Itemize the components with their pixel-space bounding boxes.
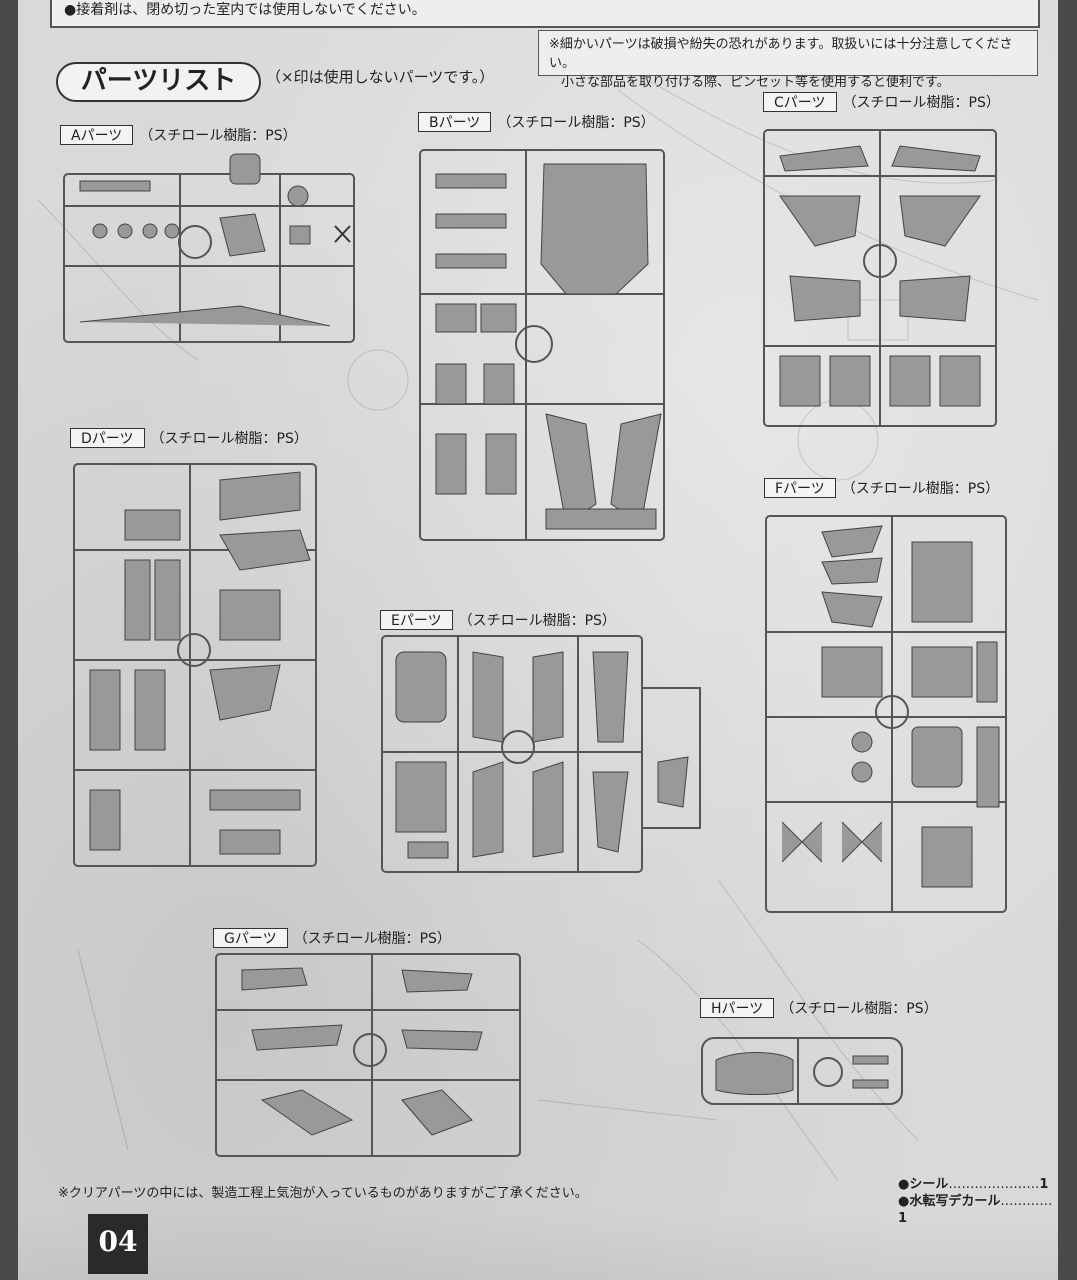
runner-e-label: Eパーツ [380,610,453,630]
runner-a-material: （スチロール樹脂：PS） [139,128,297,144]
runner-h-header: Hパーツ （スチロール樹脂：PS） [700,998,938,1018]
top-note: ●接着剤は、閉め切った室内では使用しないでください。 [50,0,1040,28]
legend-label: ●シール [898,1177,949,1192]
runner-g-header: Gパーツ （スチロール樹脂：PS） [213,928,451,948]
runner-g-label: Gパーツ [213,928,288,948]
runner-e-diagram [381,635,701,873]
runner-h-label: Hパーツ [700,998,775,1018]
runner-e-header: Eパーツ （スチロール樹脂：PS） [380,610,616,630]
runner-b-header: Bパーツ （スチロール樹脂：PS） [418,112,655,132]
page-number: 04 [88,1214,148,1274]
legend-count: 1 [898,1211,907,1226]
legend-item-decal: ●水転写デカール………… 1 [898,1193,1058,1227]
caution-box: ※細かいパーツは破損や紛失の恐れがあります。取扱いには十分注意してください。 小… [538,30,1038,90]
legend-dots: ………………… [948,1177,1040,1192]
runner-a-diagram [63,153,355,343]
runner-b-label: Bパーツ [418,112,492,132]
caution-line-2: 小さな部品を取り付ける際、ピンセット等を使用すると便利です。 [561,75,950,90]
runner-d-label: Dパーツ [70,428,145,448]
runner-d-diagram [73,463,317,867]
bottom-note: ※クリアパーツの中には、製造工程上気泡が入っているものがありますがご了承ください… [58,1186,588,1201]
runner-f-header: Fパーツ （スチロール樹脂：PS） [764,478,999,498]
runner-h-diagram [701,1037,903,1105]
runner-d-material: （スチロール樹脂：PS） [150,431,308,447]
runner-a-header: Aパーツ （スチロール樹脂：PS） [60,125,297,145]
runner-c-material: （スチロール樹脂：PS） [842,95,1000,111]
legend-count: 1 [1039,1177,1049,1192]
runner-b-material: （スチロール樹脂：PS） [497,115,655,131]
runner-c-label: Cパーツ [763,92,837,112]
accessory-legend: ●シール…………………1 ●水転写デカール…………1 [898,1176,1058,1227]
instruction-page: ●接着剤は、閉め切った室内では使用しないでください。 ※細かいパーツは破損や紛失… [18,0,1058,1280]
legend-label: ●水転写デカール [898,1194,1001,1209]
runner-e-material: （スチロール樹脂：PS） [458,613,616,629]
runner-b-diagram [419,149,665,541]
footer-strip [18,1210,1058,1280]
legend-item-seal: ●シール…………………1 [898,1176,1058,1193]
runner-c-diagram [763,129,997,427]
runner-g-diagram [215,953,521,1157]
runner-a-label: Aパーツ [60,125,134,145]
page-title: パーツリスト [56,62,261,102]
runner-d-header: Dパーツ （スチロール樹脂：PS） [70,428,308,448]
legend-dots: ………… [1000,1194,1053,1209]
runner-f-diagram [765,515,1007,913]
caution-line-1: ※細かいパーツは破損や紛失の恐れがあります。取扱いには十分注意してください。 [549,37,1013,71]
runner-c-header: Cパーツ （スチロール樹脂：PS） [763,92,1000,112]
runner-g-material: （スチロール樹脂：PS） [293,931,451,947]
runner-f-label: Fパーツ [764,478,836,498]
title-note: （×印は使用しないパーツです。） [266,68,495,86]
runner-f-material: （スチロール樹脂：PS） [841,481,1000,497]
runner-h-material: （スチロール樹脂：PS） [780,1001,938,1017]
